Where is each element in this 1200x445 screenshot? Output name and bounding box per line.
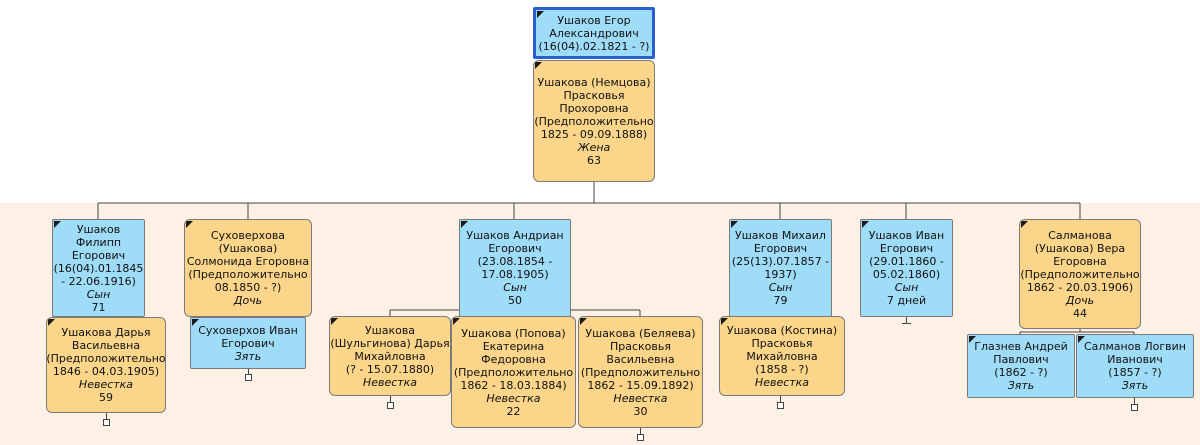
person-card-praskovya-m[interactable]: Ушакова (Костина) Прасковья Михайловна (…	[719, 316, 845, 396]
person-card-praskovya[interactable]: Ушакова (Немцова) Прасковья Прохоровна (…	[533, 60, 655, 182]
expand-icon[interactable]	[245, 374, 252, 381]
person-name: Ушаков Иван Егорович	[868, 229, 945, 255]
person-dates: (23.08.1854 - 17.08.1905)	[477, 255, 553, 281]
relation-label: Сын	[503, 281, 527, 294]
person-name: Ушакова (Костина) Прасковья Михайловна	[726, 323, 838, 363]
person-dates: (1858 - ?)	[755, 362, 809, 376]
person-dates: (? - 15.07.1880)	[345, 362, 435, 376]
person-name: Салманов Логвин Иванович	[1084, 340, 1186, 366]
person-name: Глазнев Андрей Павлович	[974, 340, 1068, 366]
expand-icon[interactable]	[387, 402, 394, 409]
person-name: Ушакова (Шульгинова) Дарья Михайловна	[330, 323, 450, 363]
person-card-darya-m[interactable]: Ушакова (Шульгинова) Дарья Михайловна (?…	[329, 316, 451, 396]
age-label: 44	[1073, 306, 1087, 320]
expand-icon[interactable]	[777, 402, 784, 409]
expand-icon[interactable]	[637, 434, 644, 441]
relation-label: Дочь	[233, 294, 263, 307]
relation-label: Невестка	[78, 378, 134, 391]
relation-label: Невестка	[486, 391, 541, 405]
person-card-filipp[interactable]: Ушаков Филипп Егорович (16(04).01.1845 -…	[52, 219, 145, 317]
age-label: 71	[91, 300, 106, 314]
person-name: Ушаков Егор Александрович	[549, 13, 639, 40]
person-dates: (Предположительно 1862 - 18.03.1884)	[453, 365, 574, 392]
person-card-mikhail[interactable]: Ушаков Михаил Егорович (25(13).07.1857 -…	[729, 219, 832, 317]
person-dates: (16(04).02.1821 - ?)	[538, 39, 650, 53]
person-card-egor[interactable]: Ушаков Егор Александрович (16(04).02.182…	[533, 7, 655, 59]
person-name: Ушаков Филипп Егорович	[71, 222, 126, 262]
person-name: Ушаков Андриан Егорович	[466, 229, 564, 255]
person-card-andrey[interactable]: Глазнев Андрей Павлович (1862 - ?) Зять	[967, 334, 1075, 398]
person-card-ivan-s[interactable]: Суховерхов Иван Егорович Зять	[190, 317, 306, 369]
relation-label: Сын	[894, 281, 919, 294]
relation-label: Невестка	[613, 391, 668, 405]
relation-label: Невестка	[754, 375, 810, 389]
person-name: Салманова (Ушакова) Вера Егоровна	[1034, 228, 1126, 268]
relation-label: Зять	[1007, 379, 1035, 392]
age-label: 79	[773, 294, 788, 307]
expand-icon[interactable]	[1131, 404, 1138, 411]
person-dates: (16(04).01.1845 - 22.06.1916)	[53, 261, 144, 288]
age-label: 59	[99, 391, 113, 404]
person-card-login[interactable]: Салманов Логвин Иванович (1857 - ?) Зять	[1076, 334, 1194, 398]
person-dates: (1862 - ?)	[994, 366, 1048, 379]
person-name: Ушаков Михаил Егорович	[735, 229, 826, 255]
person-card-ivan-e[interactable]: Ушаков Иван Егорович (29.01.1860 - 05.02…	[860, 219, 953, 317]
person-name: Ушакова Дарья Васильевна	[61, 326, 151, 352]
relation-label: Зять	[1121, 379, 1149, 392]
person-card-ekaterina[interactable]: Ушакова (Попова) Екатерина Федоровна (Пр…	[451, 316, 576, 428]
person-name: Суховерхова (Ушакова) Солмонида Егоровна	[186, 229, 310, 268]
relation-label: Сын	[768, 281, 793, 294]
person-dates: (Предположительно 1862 - 15.09.1892)	[580, 365, 701, 392]
no-descendants-marker	[902, 323, 911, 324]
person-name: Ушакова (Беляева) Прасковья Васильевна	[585, 326, 696, 366]
person-name: Ушакова (Немцова) Прасковья Прохоровна	[537, 75, 651, 115]
age-label: 30	[633, 404, 648, 418]
person-card-darya-v[interactable]: Ушакова Дарья Васильевна (Предположитель…	[46, 317, 166, 413]
person-dates: (Предположительно 1825 - 09.09.1888)	[534, 114, 654, 141]
person-dates: (Предположительно 08.1850 - ?)	[188, 268, 308, 294]
person-dates: (29.01.1860 - 05.02.1860)	[869, 255, 944, 281]
relation-label: Жена	[577, 140, 611, 154]
person-dates: (Предположительно 1862 - 20.03.1906)	[1020, 267, 1140, 294]
person-card-andrian[interactable]: Ушаков Андриан Егорович (23.08.1854 - 17…	[459, 219, 571, 317]
person-card-praskovya-v[interactable]: Ушакова (Беляева) Прасковья Васильевна (…	[578, 316, 703, 428]
person-card-solmonida[interactable]: Суховерхова (Ушакова) Солмонида Егоровна…	[184, 219, 312, 317]
relation-label: Невестка	[362, 375, 418, 389]
expand-icon[interactable]	[103, 419, 110, 426]
relation-label: Сын	[86, 287, 111, 301]
age-label: 50	[508, 294, 522, 307]
person-name: Суховерхов Иван Егорович	[198, 323, 298, 350]
age-label: 7 дней	[886, 294, 927, 307]
relation-label: Дочь	[1065, 293, 1095, 307]
person-card-vera[interactable]: Салманова (Ушакова) Вера Егоровна (Предп…	[1019, 219, 1141, 329]
person-name: Ушакова (Попова) Екатерина Федоровна	[461, 326, 566, 366]
person-dates: (25(13).07.1857 - 1937)	[731, 255, 830, 281]
age-label: 22	[506, 404, 521, 418]
person-dates: (Предположительно 1846 - 04.03.1905)	[46, 352, 166, 378]
age-label: 63	[587, 153, 601, 167]
person-dates: (1857 - ?)	[1108, 366, 1162, 379]
relation-label: Зять	[234, 349, 262, 363]
